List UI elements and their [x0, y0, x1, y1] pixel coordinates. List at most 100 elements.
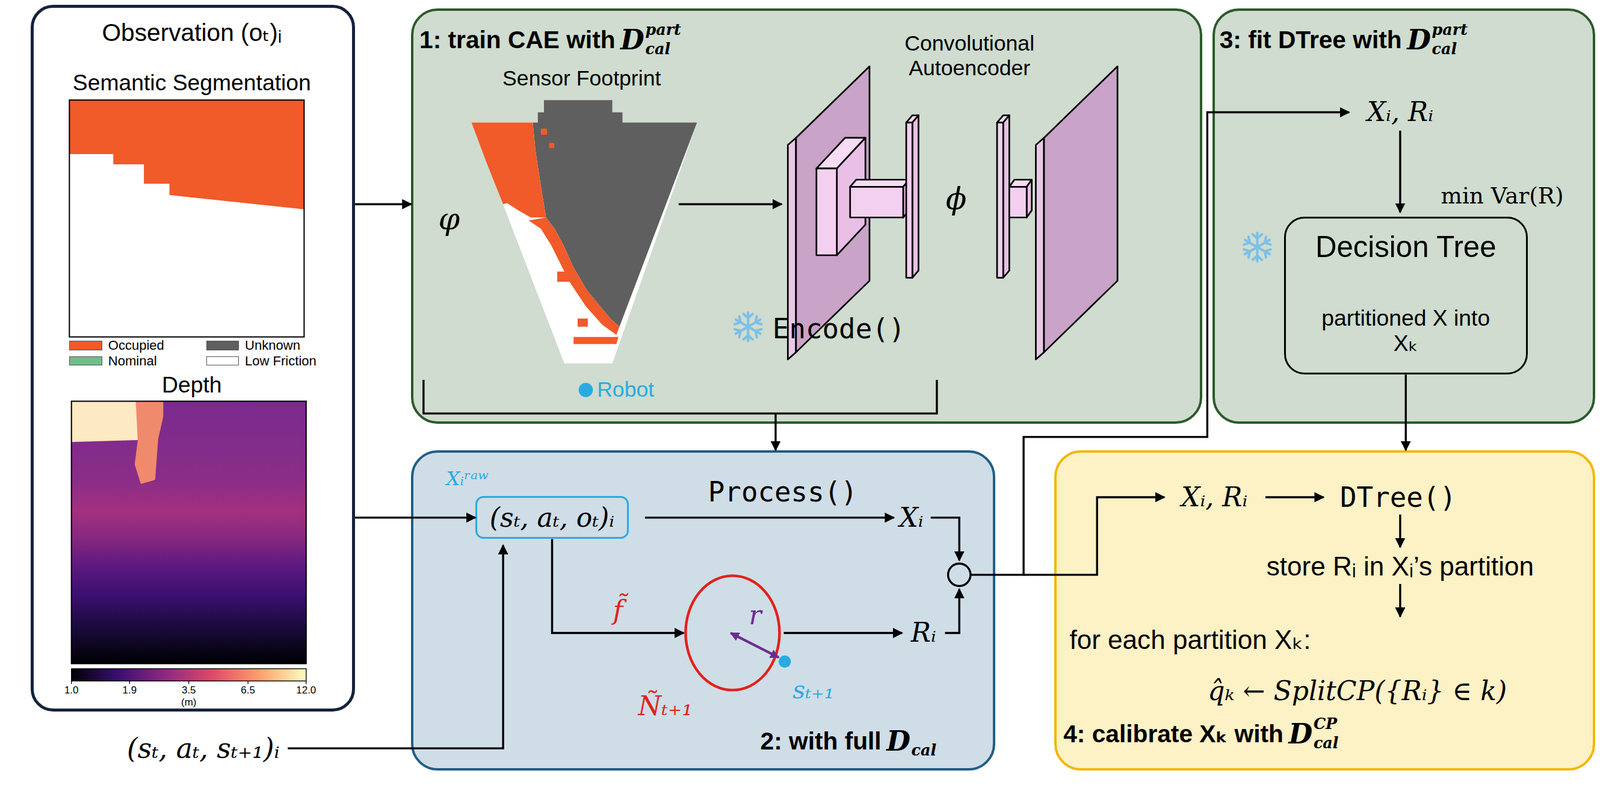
sensor-footprint [528, 217, 620, 335]
function-name: Process() [708, 475, 858, 508]
legend-text: Nominal [108, 353, 158, 369]
connector [355, 516, 476, 519]
figure-title: Sensor Footprint [502, 66, 661, 91]
function-symbol: ϕ [945, 181, 967, 217]
illustration [69, 66, 1401, 748]
step-formula: q̂ₖ ← SplitCP({Rᵢ} ∈ k) [1207, 675, 1507, 707]
wire [287, 112, 1401, 749]
edge-label: f̃ [613, 595, 623, 626]
subscript: cal [911, 741, 937, 759]
wire [930, 517, 960, 561]
legend-swatch [69, 340, 102, 350]
autoencoder [906, 122, 913, 278]
image-title: Semantic Segmentation [72, 69, 312, 96]
figure-title: Convolutional Autoencoder [852, 31, 1087, 81]
radius-label: r [749, 599, 762, 631]
state-label: sₜ₊₁ [792, 675, 834, 705]
image-title: Depth [161, 371, 223, 398]
sensor-footprint [540, 128, 547, 135]
tick-label: 1.9 [122, 684, 138, 696]
math-symbol: D [1288, 717, 1313, 750]
sensor-footprint [471, 122, 547, 218]
wire [1265, 495, 1324, 498]
autoencoder [850, 179, 910, 187]
step-panel: 4: calibrate Xₖ withDCPcal [1054, 450, 1596, 771]
tick-label: 3.5 [181, 684, 197, 696]
sensor-footprint [557, 271, 570, 282]
subscript: cal [645, 40, 671, 58]
connector [355, 203, 411, 206]
frozen-icon [733, 312, 763, 341]
autoencoder [912, 115, 919, 278]
input-box: Xᵢʳᵃʷ(sₜ, aₜ, oₜ)ᵢ [475, 495, 629, 539]
depth-image [71, 401, 138, 443]
unit-label: (m) [181, 696, 197, 708]
step-text: store Rᵢ in Xᵢ’s partition [1266, 551, 1534, 582]
legend-swatch [69, 356, 102, 366]
superscript: part [645, 21, 681, 39]
radius-arrow [730, 633, 779, 658]
robot-label: Robot [596, 377, 655, 402]
legend-text: Low Friction [244, 353, 317, 369]
depth-colorbar [71, 668, 307, 684]
step-panel: Decision Treepartitioned X into Xₖ 3: fit… [1212, 8, 1596, 424]
sensor-footprint [471, 99, 698, 364]
data-tuple: (sₜ, aₜ, sₜ₊₁)ᵢ [126, 732, 280, 765]
frozen-icon [1242, 232, 1273, 262]
depth-colorbar [71, 668, 307, 681]
robot-dot [578, 382, 594, 398]
math-symbol: D [620, 24, 645, 56]
wire [944, 589, 960, 634]
depth-image [71, 401, 307, 664]
objective-label: min Var(R) [1441, 182, 1564, 209]
tick-label: 1.0 [64, 684, 79, 696]
wire [1399, 583, 1401, 617]
sensor-footprint [471, 99, 698, 364]
sensor-footprint [532, 99, 697, 327]
autoencoder [1044, 66, 1118, 353]
wire [287, 545, 504, 749]
panel-title: 3: fit DTree with [1219, 25, 1403, 55]
function-name: Encode() [772, 312, 906, 345]
wire [1023, 497, 1165, 575]
ellipse-label: Ñₜ₊₁ [638, 690, 693, 722]
sensor-footprint [548, 142, 554, 148]
segmentation-image [69, 99, 304, 337]
state-dot [778, 655, 791, 668]
sensor-footprint [573, 336, 619, 345]
math-symbol: D [886, 725, 911, 757]
wire [1399, 514, 1401, 547]
wire [784, 631, 903, 634]
legend-swatch [206, 356, 239, 366]
panel-title: 1: train CAE with [419, 25, 616, 55]
tick-label: 12.0 [296, 684, 316, 696]
connector [774, 423, 777, 451]
sensor-footprint [577, 318, 588, 327]
bracket [423, 379, 937, 424]
autoencoder [1003, 115, 1010, 278]
depth-image [71, 401, 307, 664]
panel-title: 4: calibrate Xₖ with [1063, 719, 1284, 748]
connector [552, 538, 685, 633]
autoencoder [787, 66, 1118, 360]
box-title: Decision Tree [1315, 229, 1497, 265]
tick-label: 6.5 [240, 684, 256, 696]
connector [1405, 374, 1407, 451]
superscript: CP [1313, 714, 1338, 733]
autoencoder [1009, 186, 1027, 218]
autoencoder [997, 122, 1004, 278]
math-label: Xᵢ [898, 502, 924, 534]
segmentation-image [69, 99, 304, 209]
math-symbol: D [1406, 24, 1431, 56]
autoencoder [787, 137, 797, 360]
decision-tree-box: Decision Treepartitioned X into Xₖ [1284, 216, 1528, 375]
segmentation-image [69, 99, 304, 337]
depth-image [71, 401, 307, 664]
box-tag: Xᵢʳᵃʷ [446, 467, 489, 490]
function-symbol: φ [438, 201, 460, 238]
legend-swatch [206, 340, 239, 350]
autoencoder [1035, 137, 1045, 360]
wire [1399, 130, 1401, 213]
